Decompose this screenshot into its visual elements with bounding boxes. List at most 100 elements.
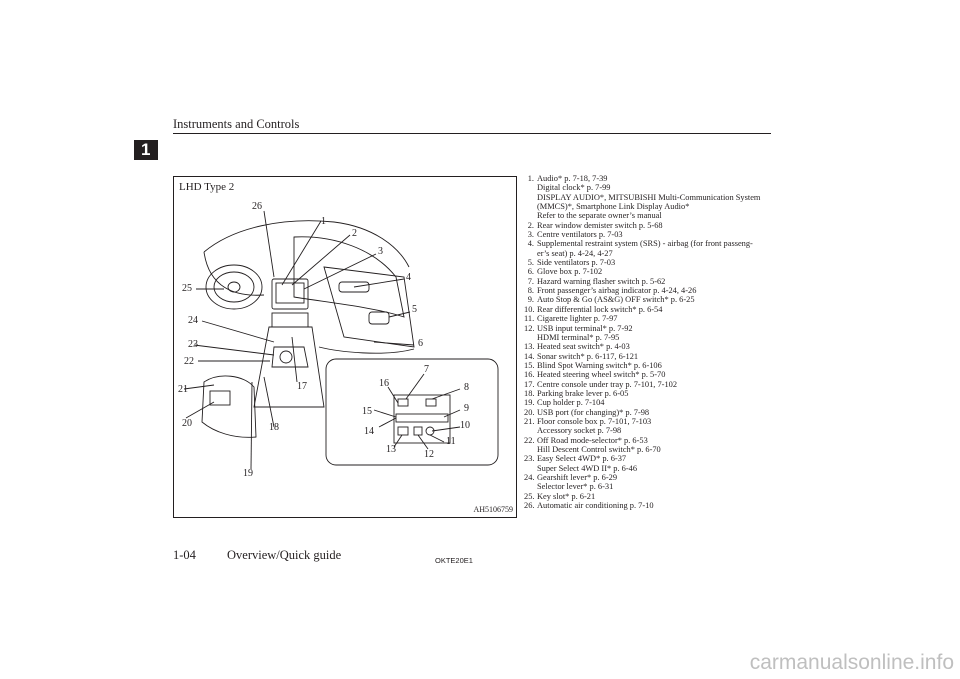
list-item-text: Automatic air conditioning p. 7-10: [537, 501, 654, 511]
figure-code: AH5106759: [473, 505, 513, 514]
watermark: carmanualsonline.info: [749, 651, 954, 674]
list-item-text: Easy Select 4WD* p. 6-37: [537, 454, 627, 464]
list-item: 2.Rear window demister switch p. 5-68: [524, 221, 774, 230]
list-item-number: 6.: [527, 267, 534, 277]
list-item-number: 14.: [524, 351, 535, 361]
list-item-text: Selector lever* p. 6-31: [537, 482, 614, 492]
list-item-text: Sonar switch* p. 6-117, 6-121: [537, 351, 639, 361]
inset-switch-row: [395, 413, 449, 423]
list-item: 6.Glove box p. 7-102: [524, 267, 774, 276]
list-item-number: 22.: [524, 435, 535, 445]
callout: 1: [321, 216, 326, 227]
callout: 7: [424, 364, 429, 375]
airbag-cover: [338, 281, 370, 293]
list-item-number: 24.: [524, 473, 535, 482]
callout: 17: [297, 381, 307, 392]
callout: 26: [252, 201, 262, 212]
floor-console: [201, 375, 257, 438]
list-item-text: Auto Stop & Go (AS&G) OFF switch* p. 6-2…: [537, 295, 695, 305]
inset-heated-seat: [397, 426, 409, 436]
callout: 3: [378, 246, 383, 257]
list-item-text: Heated seat switch* p. 4-03: [537, 342, 630, 352]
list-item-number: 8.: [527, 286, 534, 296]
list-item-text: Super Select 4WD II* p. 6-46: [537, 463, 638, 473]
callout: 19: [243, 468, 253, 479]
inset-switch-panel: [393, 394, 451, 444]
passenger-dash: [323, 266, 415, 348]
list-item-text: Cigarette lighter p. 7-97: [537, 314, 618, 324]
list-item-number: 2.: [527, 220, 534, 230]
list-item: 19.Cup holder p. 7-104: [524, 398, 774, 407]
figure-label: LHD Type 2: [179, 181, 235, 193]
list-item: 17.Centre console under tray p. 7-101, 7…: [524, 380, 774, 389]
callout: 18: [269, 422, 279, 433]
callout: 12: [424, 449, 434, 460]
callout: 23: [188, 339, 198, 350]
inset-usb: [413, 426, 423, 436]
list-item: 9.Auto Stop & Go (AS&G) OFF switch* p. 6…: [524, 295, 774, 304]
list-item-number: 11.: [524, 314, 535, 324]
list-item-text: Refer to the separate owner’s manual: [537, 211, 662, 221]
list-item-text: Front passenger’s airbag indicator p. 4-…: [537, 286, 697, 296]
callout: 13: [386, 444, 396, 455]
chapter-tab: [134, 140, 158, 160]
list-item-text: Heated steering wheel switch* p. 5-70: [537, 370, 666, 380]
list-item-text: USB input terminal* p. 7-92: [537, 323, 633, 333]
list-item-number: 15.: [524, 360, 535, 370]
list-item-text: Glove box p. 7-102: [537, 267, 603, 277]
list-item-number: 10.: [524, 304, 535, 314]
list-item-text: DISPLAY AUDIO*, MITSUBISHI Multi-Communi…: [537, 192, 761, 202]
list-item-number: 21.: [524, 416, 535, 426]
list-item: 8.Front passenger’s airbag indicator p. …: [524, 286, 774, 295]
list-item-number: 12.: [524, 323, 535, 333]
list-item-number: 18.: [524, 388, 535, 398]
footer-code: OKTE20E1: [435, 556, 473, 565]
inset-box: [325, 358, 499, 466]
list-item-text: USB port (for changing)* p. 7-98: [537, 407, 650, 417]
steering-wheel-outer: [205, 264, 263, 310]
list-item: 5.Side ventilators p. 7-03: [524, 258, 774, 267]
list-item-number: 1.: [527, 174, 534, 183]
list-item: 18.Parking brake lever p. 6-05: [524, 389, 774, 398]
list-item-text: er’s seat) p. 4-24, 4-27: [537, 248, 613, 258]
dash-top-line: [203, 220, 410, 268]
list-item-text: HDMI terminal* p. 7-95: [537, 332, 620, 342]
dashboard-illustration: [183, 210, 499, 470]
center-console: [253, 326, 325, 408]
list-item: 25.Key slot* p. 6-21: [524, 492, 774, 501]
list-item: 16.Heated steering wheel switch* p. 5-70: [524, 370, 774, 379]
center-display: [271, 278, 309, 310]
steering-wheel-inner: [213, 271, 255, 303]
list-item-number: 5.: [527, 258, 534, 268]
callout: 2: [352, 228, 357, 239]
list-item-text: Floor console box p. 7-101, 7-103: [537, 416, 652, 426]
list-item-number: 3.: [527, 230, 534, 240]
list-item-text: Blind Spot Warning switch* p. 6-106: [537, 360, 662, 370]
list-item: 14.Sonar switch* p. 6-117, 6-121: [524, 352, 774, 361]
callout: 14: [364, 426, 374, 437]
side-vent: [368, 311, 390, 325]
callout: 15: [362, 406, 372, 417]
gearshift-area: [271, 346, 309, 368]
list-item-text: Supplemental restraint system (SRS) - ai…: [537, 239, 753, 249]
list-item-text: Hazard warning flasher switch p. 5-62: [537, 276, 666, 286]
list-item-text: Key slot* p. 6-21: [537, 491, 596, 501]
list-item: 3.Centre ventilators p. 7-03: [524, 230, 774, 239]
list-item-number: 26.: [524, 501, 535, 511]
list-item-number: 7.: [527, 276, 534, 286]
callout: 22: [184, 356, 194, 367]
list-item-text: Rear differential lock switch* p. 6-54: [537, 304, 663, 314]
list-item: 20.USB port (for changing)* p. 7-98: [524, 408, 774, 417]
list-item-number: 25.: [524, 491, 535, 501]
callout: 20: [182, 418, 192, 429]
list-item-number: 9.: [527, 295, 534, 305]
dash-left-edge: [203, 251, 265, 296]
callout: 8: [464, 382, 469, 393]
callout: 4: [406, 272, 411, 283]
